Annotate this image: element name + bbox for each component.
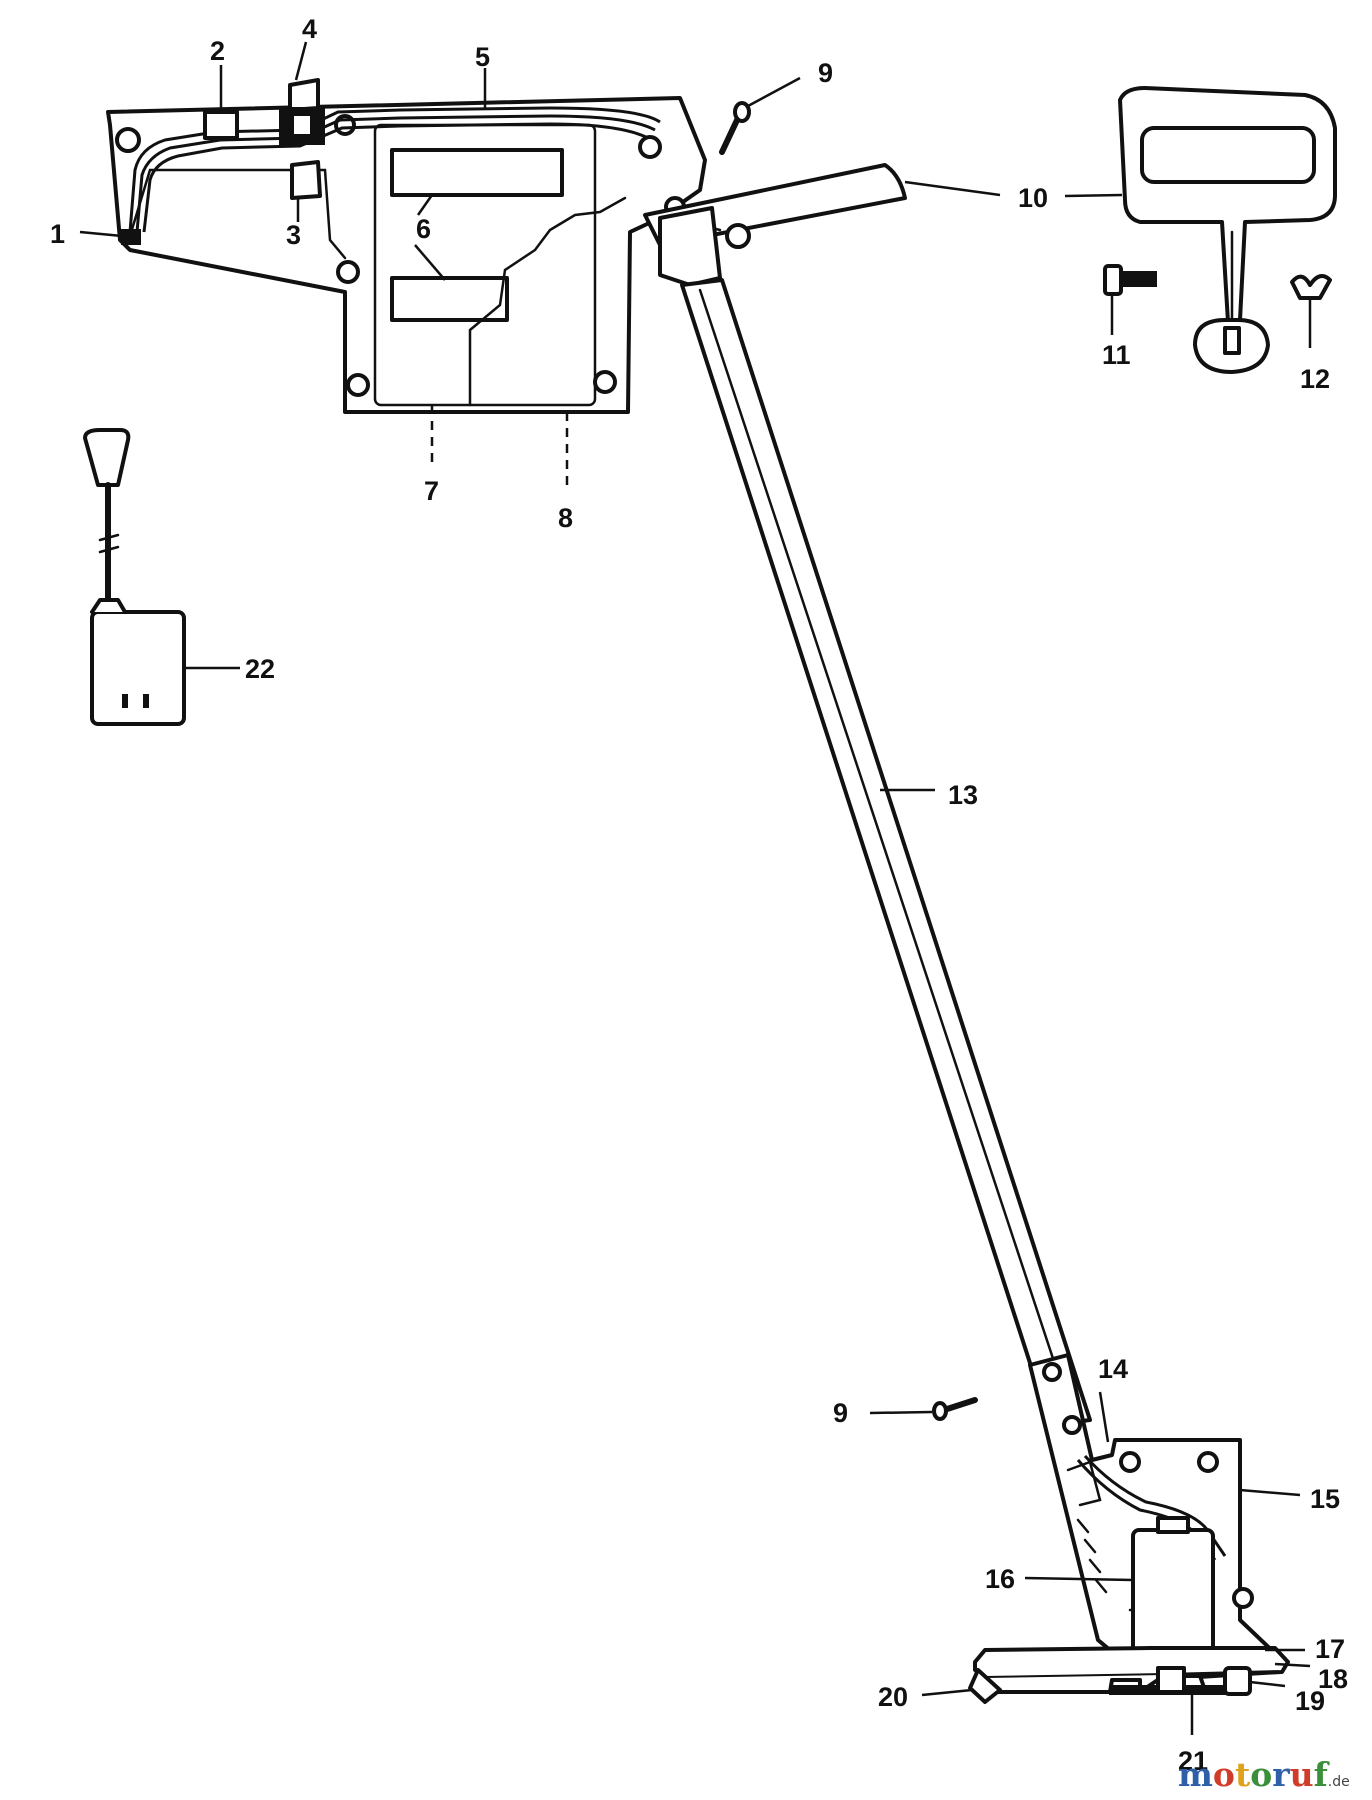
callout-20: 20 (878, 1682, 908, 1712)
callout-1: 1 (50, 219, 65, 249)
watermark-text: motoruf.de (1178, 1755, 1350, 1794)
callout-21: 21 (1178, 1746, 1208, 1776)
callout-2: 2 (210, 36, 225, 66)
screw-9-lower (932, 1397, 978, 1421)
callout-14: 14 (1098, 1354, 1128, 1384)
callout-9-upper: 9 (818, 58, 833, 88)
watermark-letter: o (1213, 1755, 1235, 1794)
leader-lines (79, 41, 1312, 1735)
trimmer-line-part-20 (968, 1668, 1002, 1704)
cutting-head-base (968, 1646, 1290, 1704)
callout-10: 10 (1018, 183, 1048, 213)
watermark-letter: f (1314, 1755, 1330, 1794)
bolt-part-11 (1103, 264, 1157, 296)
adapter-part-22 (83, 428, 186, 726)
callout-15: 15 (1310, 1484, 1340, 1514)
housing-hole (1042, 1362, 1062, 1382)
handle-pivot-hole (725, 223, 751, 249)
d-grip-slot (1223, 326, 1241, 355)
d-grip-part (1118, 86, 1337, 374)
housing-hole (1197, 1451, 1219, 1473)
motoruf-watermark: motoruf.de (1178, 1755, 1350, 1794)
shaft-part-13 (658, 206, 1092, 1427)
wing-nut-part-12 (1290, 274, 1332, 300)
watermark-letter: u (1290, 1755, 1314, 1794)
housing-hole (593, 370, 617, 394)
callout-19: 19 (1295, 1686, 1325, 1716)
housing-hole (336, 260, 360, 284)
d-grip-window (1140, 126, 1316, 184)
callout-16: 16 (985, 1564, 1015, 1594)
spool-cap-part-19 (1223, 1666, 1252, 1696)
cord-clip-part-1 (121, 229, 141, 245)
housing-hole (1232, 1587, 1254, 1609)
callout-11: 11 (1102, 340, 1131, 370)
watermark-letter: m (1178, 1755, 1213, 1794)
label-window-lower (390, 276, 509, 322)
screw-9-upper (719, 101, 751, 155)
callout-12: 12 (1300, 364, 1330, 394)
switch-part-4 (279, 78, 325, 145)
callout-4: 4 (302, 14, 317, 44)
label-window-upper (390, 148, 564, 197)
callout-22: 22 (245, 654, 275, 684)
watermark-letter: o (1250, 1755, 1272, 1794)
callout-17: 17 (1315, 1634, 1345, 1664)
watermark-suffix: .de (1328, 1774, 1350, 1790)
internal-wiring (128, 106, 661, 233)
watermark-letter: t (1235, 1755, 1251, 1794)
watermark-letter: r (1272, 1755, 1290, 1794)
housing-hole (1119, 1451, 1141, 1473)
handle-housing (106, 96, 707, 414)
callout-18: 18 (1318, 1664, 1348, 1694)
callout-8: 8 (558, 503, 573, 533)
housing-hole (115, 127, 141, 153)
callout-3: 3 (286, 220, 301, 250)
switch-part-3 (290, 160, 322, 200)
housing-hole (638, 135, 662, 159)
callout-labels: 1 2 3 4 5 6 7 8 9 10 11 12 13 14 15 16 1… (50, 14, 1348, 1776)
callout-9-lower: 9 (833, 1398, 848, 1428)
housing-hole (1062, 1415, 1082, 1435)
connector-part-2 (203, 110, 239, 140)
callout-7: 7 (424, 476, 439, 506)
callout-6: 6 (416, 214, 431, 244)
callout-13: 13 (948, 780, 978, 810)
housing-hole (346, 373, 370, 397)
callout-5: 5 (475, 42, 490, 72)
